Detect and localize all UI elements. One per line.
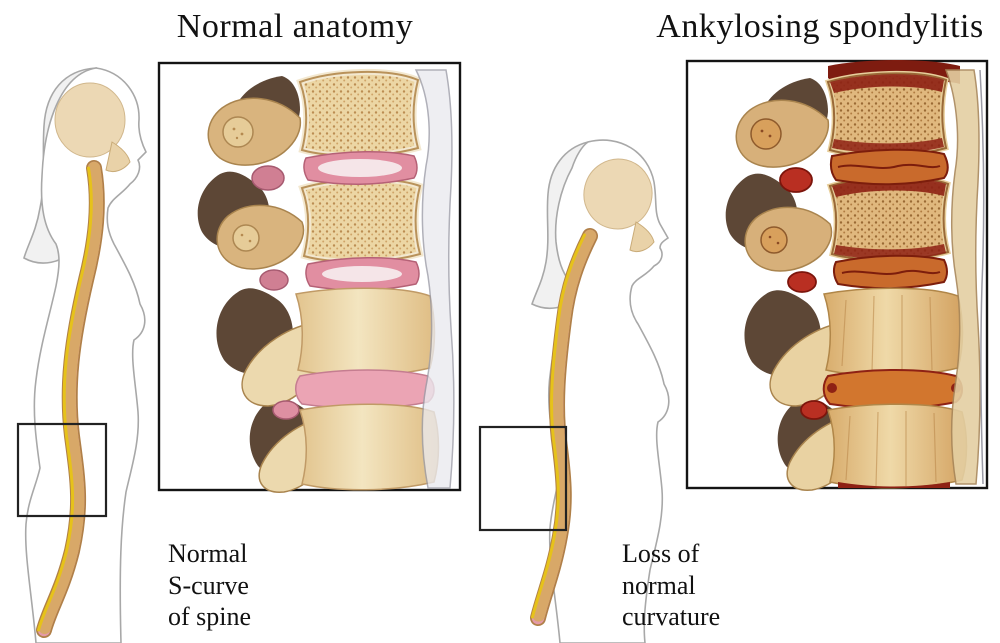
normal-figure-illustration bbox=[16, 67, 147, 643]
skull bbox=[54, 82, 126, 158]
panel-title-normal: Normal anatomy bbox=[176, 8, 414, 45]
panel-title-as: Ankylosing spondylitis bbox=[656, 8, 984, 45]
ossified-disc-bulge bbox=[838, 482, 950, 488]
facet-joint-cartilage bbox=[251, 165, 300, 420]
caption-line: of spine bbox=[168, 602, 252, 632]
disc-nucleus bbox=[322, 266, 402, 282]
caption-normal: Normal S-curve of spine bbox=[168, 538, 251, 633]
lumbar-region-box bbox=[16, 422, 108, 518]
anterior-ligament bbox=[414, 69, 455, 489]
vertebral-bodies-external bbox=[295, 287, 440, 491]
ossified-discs bbox=[829, 148, 949, 290]
caption-as: Loss of normal curvature bbox=[622, 538, 720, 633]
caption-line: S-curve bbox=[168, 570, 249, 600]
intervertebral-discs bbox=[303, 150, 420, 292]
caption-line: curvature bbox=[622, 602, 721, 632]
caption-line: Normal bbox=[168, 539, 248, 568]
vertebral-bodies-cut bbox=[296, 69, 424, 265]
bony-bridging-syndesmophytes bbox=[944, 69, 981, 485]
detail-frame bbox=[157, 61, 462, 492]
jaw bbox=[105, 141, 131, 173]
erosion-rim bbox=[830, 74, 944, 93]
as-spine-detail-illustration bbox=[685, 59, 989, 491]
outer-ligament-line bbox=[979, 69, 985, 485]
normal-spine-detail-illustration bbox=[157, 61, 462, 493]
process-cut-sections bbox=[222, 116, 260, 252]
body-silhouette bbox=[23, 67, 147, 643]
as-figure-illustration bbox=[478, 139, 670, 643]
lumbar-region-box bbox=[478, 425, 568, 532]
torso-outline bbox=[24, 67, 147, 643]
disc-nucleus bbox=[318, 159, 402, 177]
caption-line: Loss of bbox=[622, 539, 700, 568]
caption-line: normal bbox=[622, 570, 696, 600]
disc-bulge bbox=[295, 369, 435, 409]
detail-frame bbox=[685, 59, 989, 490]
jaw bbox=[629, 221, 655, 253]
ossified-disc-bulge bbox=[822, 369, 963, 410]
skull bbox=[583, 158, 653, 230]
process-cut-sections bbox=[750, 118, 788, 254]
fused-vertebral-bodies bbox=[822, 287, 968, 489]
inflamed-facet-joints bbox=[779, 167, 828, 420]
